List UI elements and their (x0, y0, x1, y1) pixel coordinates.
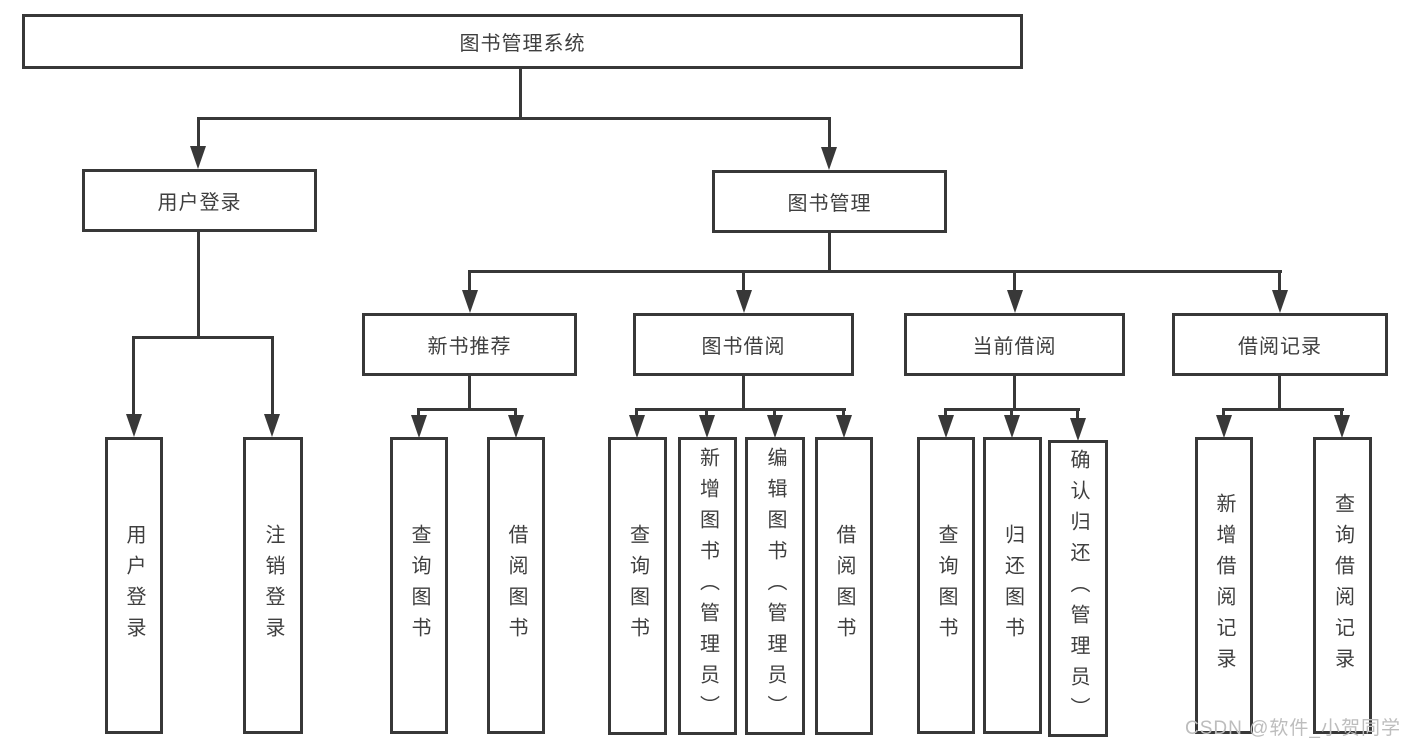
arrow-down-icon (411, 415, 427, 438)
connector-bookmgmt-stem (828, 233, 831, 270)
connector-stem (1278, 270, 1281, 292)
arrow-down-icon (699, 415, 715, 438)
connector-stem (1076, 408, 1079, 420)
leaf-confirm-return-admin: 确认归还（管理员） (1048, 440, 1108, 737)
arrow-down-icon (126, 414, 142, 437)
node-user-login: 用户登录 (82, 169, 317, 232)
arrow-down-icon (821, 147, 837, 170)
leaf-query-books: 查询图书 (608, 437, 667, 735)
leaf-add-book-admin: 新增图书（管理员） (678, 437, 737, 735)
arrow-down-icon (767, 415, 783, 438)
watermark: CSDN @软件_小贺同学 (1185, 718, 1401, 739)
connector-stem (468, 270, 471, 292)
arrow-down-icon (1216, 415, 1232, 438)
arrow-down-icon (836, 415, 852, 438)
connector-level2-rail (197, 117, 831, 120)
connector-stem (842, 408, 845, 418)
arrow-down-icon (1070, 418, 1086, 441)
leaf-return-books: 归还图书 (983, 437, 1042, 734)
arrow-down-icon (629, 415, 645, 438)
arrow-down-icon (938, 415, 954, 438)
connector-rail (635, 408, 846, 411)
connector-modules-rail (468, 270, 1282, 273)
leaf-user-login: 用户登录 (105, 437, 163, 734)
arrow-down-icon (1004, 415, 1020, 438)
connector-rail (1222, 408, 1344, 411)
connector-stem (944, 408, 947, 418)
leaf-borrow-books: 借阅图书 (815, 437, 873, 735)
connector-stem (635, 408, 638, 418)
connector-stem (705, 408, 708, 418)
connector-stem (271, 336, 274, 416)
connector-stem (1222, 408, 1225, 418)
leaf-add-borrow-record: 新增借阅记录 (1195, 437, 1253, 734)
leaf-query-books: 查询图书 (390, 437, 448, 734)
node-current-borrowing: 当前借阅 (904, 313, 1125, 376)
connector-rail (417, 408, 517, 411)
arrow-down-icon (1007, 290, 1023, 313)
arrow-down-icon (462, 290, 478, 313)
arrow-down-icon (736, 290, 752, 313)
node-root: 图书管理系统 (22, 14, 1023, 69)
connector-stem (1013, 270, 1016, 292)
connector-stem (1340, 408, 1343, 418)
node-book-borrowing: 图书借阅 (633, 313, 854, 376)
arrow-down-icon (190, 146, 206, 169)
leaf-query-borrow-record: 查询借阅记录 (1313, 437, 1372, 734)
node-borrowing-records: 借阅记录 (1172, 313, 1388, 376)
connector-root-stem (519, 69, 522, 118)
connector-stem (742, 270, 745, 292)
arrow-down-icon (1334, 415, 1350, 438)
connector-stem (1013, 376, 1016, 411)
connector-stem (417, 408, 420, 418)
connector-stem (1278, 376, 1281, 411)
connector-stem (742, 376, 745, 411)
node-new-book-recommendation: 新书推荐 (362, 313, 577, 376)
connector-stem (132, 336, 135, 416)
connector-login-rail (132, 336, 274, 339)
connector-stem (514, 408, 517, 418)
leaf-logout: 注销登录 (243, 437, 303, 734)
leaf-edit-book-admin: 编辑图书（管理员） (745, 437, 805, 735)
arrow-down-icon (1272, 290, 1288, 313)
arrow-down-icon (508, 415, 524, 438)
connector-stem (197, 117, 200, 149)
connector-stem (828, 117, 831, 149)
node-book-management: 图书管理 (712, 170, 947, 233)
arrow-down-icon (264, 414, 280, 437)
connector-login-stem (197, 232, 200, 336)
leaf-borrow-books: 借阅图书 (487, 437, 545, 734)
leaf-query-books: 查询图书 (917, 437, 975, 734)
connector-stem (468, 376, 471, 411)
connector-stem (773, 408, 776, 418)
connector-stem (1010, 408, 1013, 418)
